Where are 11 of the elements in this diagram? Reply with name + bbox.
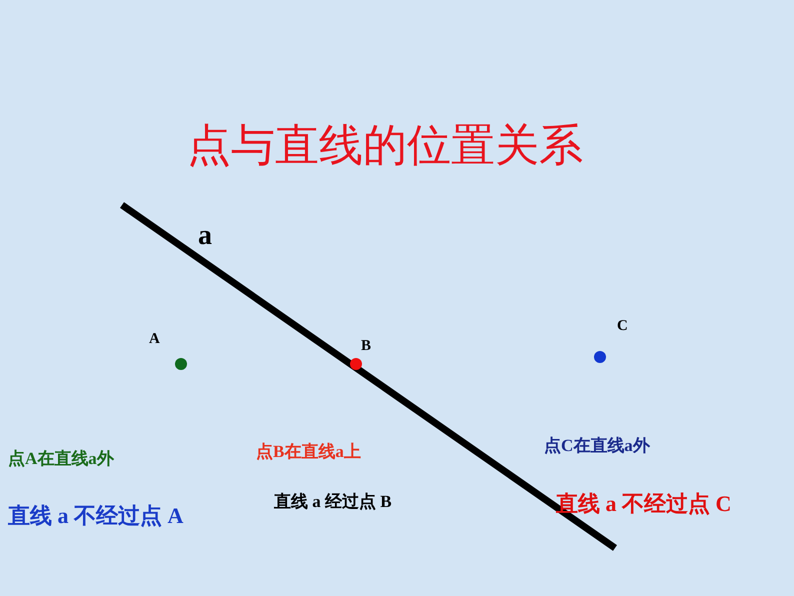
relation-statement: 点B在直线a上 [256, 442, 361, 462]
relation-statement: 点C在直线a外 [544, 436, 650, 456]
point-name: A [149, 331, 160, 348]
line-name: a [198, 220, 212, 252]
relation-statement: 直线 a 不经过点 C [556, 491, 732, 516]
point-name: B [361, 338, 372, 356]
point-name: C [617, 318, 628, 336]
relation-statement: 直线 a 不经过点 A [8, 503, 184, 528]
title: 点与直线的位置关系 [186, 119, 584, 173]
relation-statement: 直线 a 经过点 B [274, 492, 392, 512]
relation-statement: 点A在直线a外 [8, 449, 114, 469]
